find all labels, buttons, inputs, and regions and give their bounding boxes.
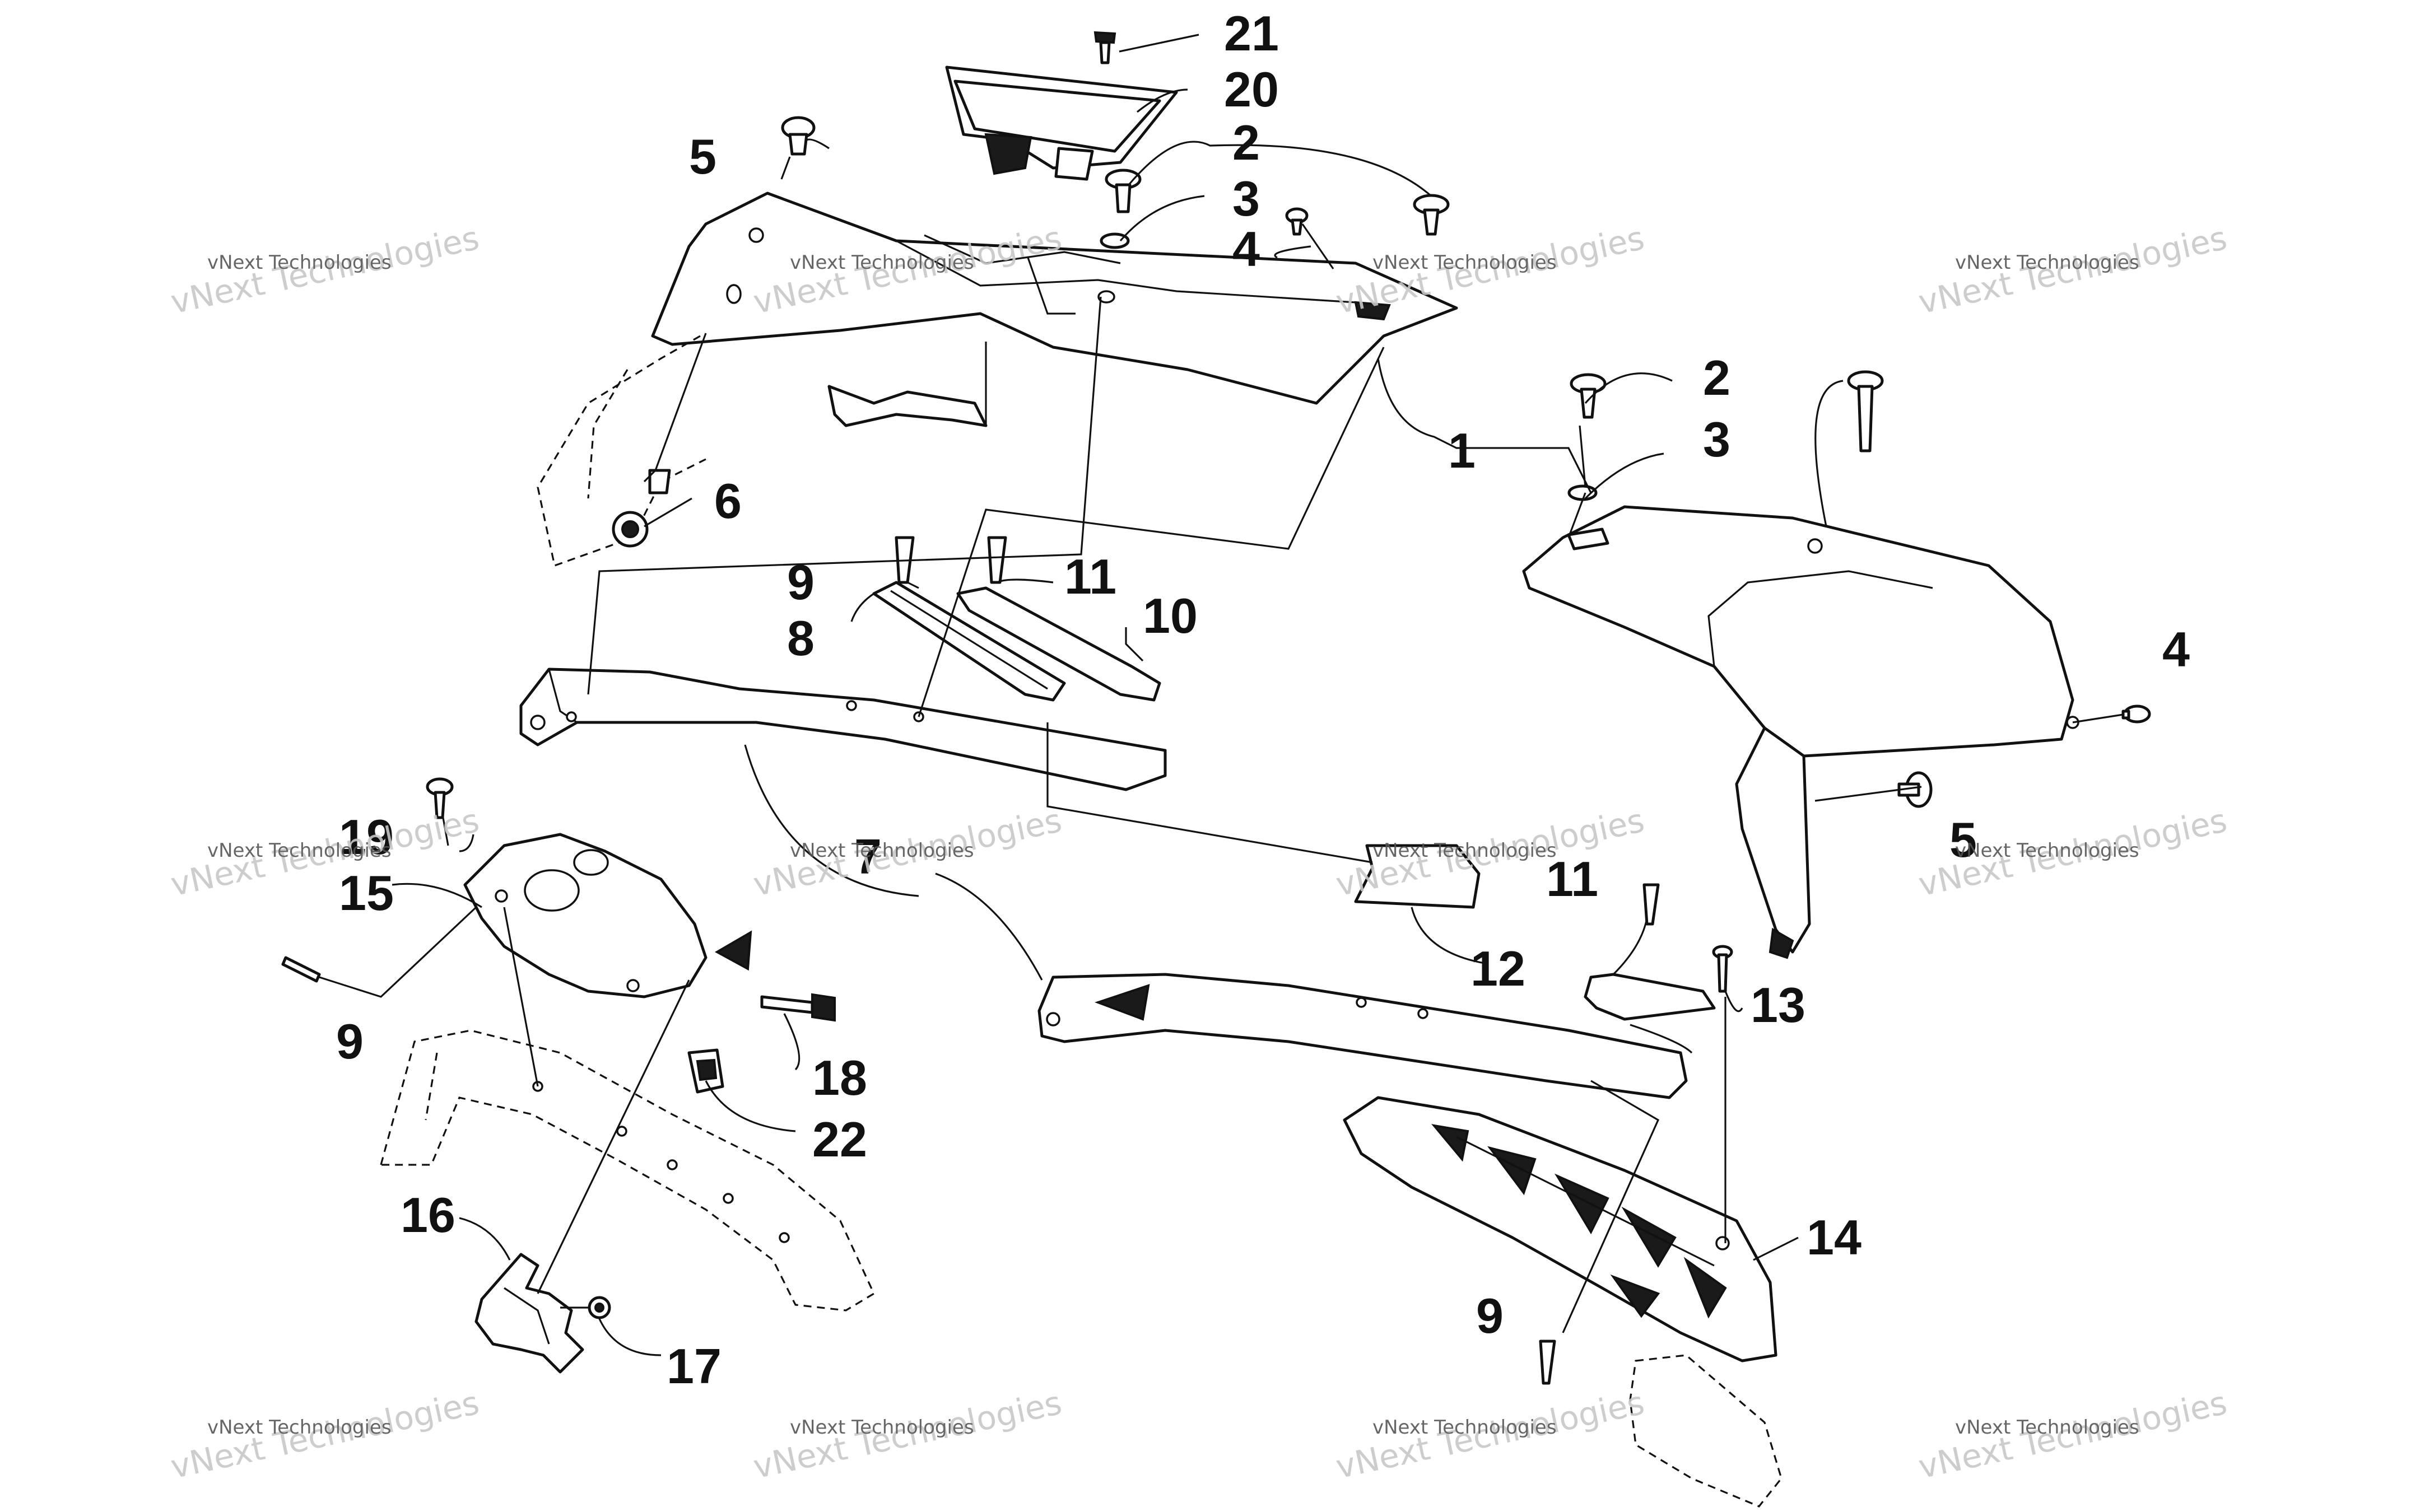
- watermark-r1c1: vNext Technologies vNext Technologies: [167, 219, 482, 321]
- watermark-r3c3: vNext Technologies vNext Technologies: [1333, 1384, 1648, 1486]
- callout-15: 15: [339, 865, 394, 921]
- part-20-headlight-pod: [945, 66, 1178, 181]
- part-14-footrest-plate: [1343, 1096, 1777, 1362]
- part-8-brace: [872, 581, 1066, 702]
- callout-2-right: 2: [1703, 350, 1730, 405]
- lower-left-hidden-frame: [379, 1029, 876, 1312]
- watermark-r3c1: vNext Technologies vNext Technologies: [167, 1384, 482, 1486]
- svg-text:vNext Technologies: vNext Technologies: [790, 1416, 974, 1439]
- watermark-r3c2: vNext Technologies vNext Technologies: [750, 1384, 1065, 1486]
- leader-lines: [319, 34, 2124, 1356]
- svg-text:vNext Technologies: vNext Technologies: [1955, 1416, 2139, 1439]
- part-12-bracket-lower: [1584, 973, 1716, 1021]
- watermark-r2c3: vNext Technologies vNext Technologies: [1333, 801, 1648, 904]
- callout-6: 6: [714, 473, 742, 529]
- callout-20: 20: [1224, 62, 1279, 117]
- callout-11-lower: 11: [1546, 851, 1598, 907]
- callout-labels: 21 20 2 3 4 5 6 1 2 3 4 5 9 8 11 10 7 11…: [336, 6, 2190, 1394]
- svg-text:vNext Technologies: vNext Technologies: [1955, 251, 2139, 274]
- part-2-screw-b: [1413, 194, 1450, 236]
- callout-21: 21: [1224, 6, 1279, 61]
- part-15-mount-bracket: [463, 833, 752, 998]
- svg-text:vNext Technologies: vNext Technologies: [207, 1416, 392, 1439]
- callout-5-right: 5: [1949, 812, 1977, 867]
- part-11-rivet-lower: [1642, 883, 1660, 926]
- callout-13: 13: [1751, 977, 1805, 1033]
- callout-19: 19: [339, 809, 394, 865]
- callout-7: 7: [854, 829, 882, 884]
- watermark-r2c2: vNext Technologies vNext Technologies: [750, 801, 1065, 904]
- part-9-rivet-lower-right: [1539, 1340, 1556, 1385]
- part-7-upper-frame-bar: [519, 668, 1167, 791]
- callout-9-lower-right: 9: [1476, 1288, 1504, 1343]
- part-18-bolt: [760, 993, 836, 1022]
- watermark-r1c4: vNext Technologies vNext Technologies: [1915, 219, 2230, 321]
- part-9-rivet-lower-left: [281, 956, 321, 983]
- lower-right-hidden-frame: [1629, 1354, 1783, 1508]
- svg-text:vNext Technologies: vNext Technologies: [790, 251, 974, 274]
- callout-11-upper: 11: [1064, 549, 1116, 604]
- svg-text:vNext Technologies: vNext Technologies: [207, 839, 392, 862]
- callout-16: 16: [401, 1187, 455, 1243]
- callout-10: 10: [1143, 588, 1198, 643]
- callout-3-top: 3: [1232, 171, 1260, 226]
- callout-2-top: 2: [1232, 115, 1260, 170]
- watermarks: vNext Technologies vNext Technologies vN…: [167, 219, 2230, 1486]
- part-22-clip-nut: [687, 1048, 724, 1094]
- left-panel-hidden-bracket: [537, 335, 988, 567]
- callout-4-right: 4: [2162, 622, 2190, 677]
- callout-4-top: 4: [1232, 221, 1260, 277]
- part-16-clamp-plate: [474, 1253, 584, 1374]
- callout-5-top: 5: [689, 129, 716, 184]
- callout-18: 18: [812, 1050, 867, 1105]
- part-4-rivet-top: [1285, 207, 1309, 236]
- callout-9-lower-left: 9: [336, 1014, 364, 1069]
- part-13-screw: [1712, 945, 1733, 993]
- part-7-lower-frame-bar: [1037, 973, 1688, 1099]
- part-4-rivet-right: [2121, 704, 2151, 724]
- part-17-nut: [588, 1296, 611, 1319]
- callout-14: 14: [1807, 1210, 1861, 1265]
- svg-text:vNext Technologies: vNext Technologies: [1372, 1416, 1557, 1439]
- callout-9-upper: 9: [787, 554, 815, 610]
- callout-17: 17: [667, 1338, 722, 1394]
- callout-22: 22: [812, 1112, 867, 1167]
- watermark-r3c4: vNext Technologies vNext Technologies: [1915, 1384, 2230, 1486]
- callout-12: 12: [1470, 941, 1525, 996]
- watermark-r1c3: vNext Technologies vNext Technologies: [1333, 219, 1648, 321]
- part-10-brace: [956, 586, 1161, 702]
- part-2-screw-a: [1105, 169, 1142, 213]
- part-1-left-side-panel: [651, 192, 1458, 405]
- part-6-nut: [612, 511, 649, 548]
- svg-text:vNext Technologies: vNext Technologies: [790, 839, 974, 862]
- part-5-clip-top: [781, 116, 816, 156]
- part-21-screw: [1093, 31, 1116, 64]
- svg-text:vNext Technologies: vNext Technologies: [1955, 839, 2139, 862]
- watermark-r2c1: vNext Technologies vNext Technologies: [167, 801, 482, 904]
- part-11-rivet-upper: [987, 536, 1007, 584]
- svg-text:vNext Technologies: vNext Technologies: [1372, 839, 1557, 862]
- callout-1: 1: [1448, 423, 1476, 478]
- svg-text:vNext Technologies: vNext Technologies: [207, 251, 392, 274]
- part-1-right-side-panel: [1522, 505, 2079, 959]
- callout-8: 8: [787, 610, 815, 666]
- part-12-bracket-upper: [1354, 844, 1481, 909]
- part-2-screw-right-a: [1570, 373, 1607, 419]
- part-3-washer-top: [1100, 232, 1130, 249]
- callout-3-right: 3: [1703, 412, 1730, 467]
- part-2-screw-right-b: [1847, 370, 1884, 452]
- svg-text:vNext Technologies: vNext Technologies: [1372, 251, 1557, 274]
